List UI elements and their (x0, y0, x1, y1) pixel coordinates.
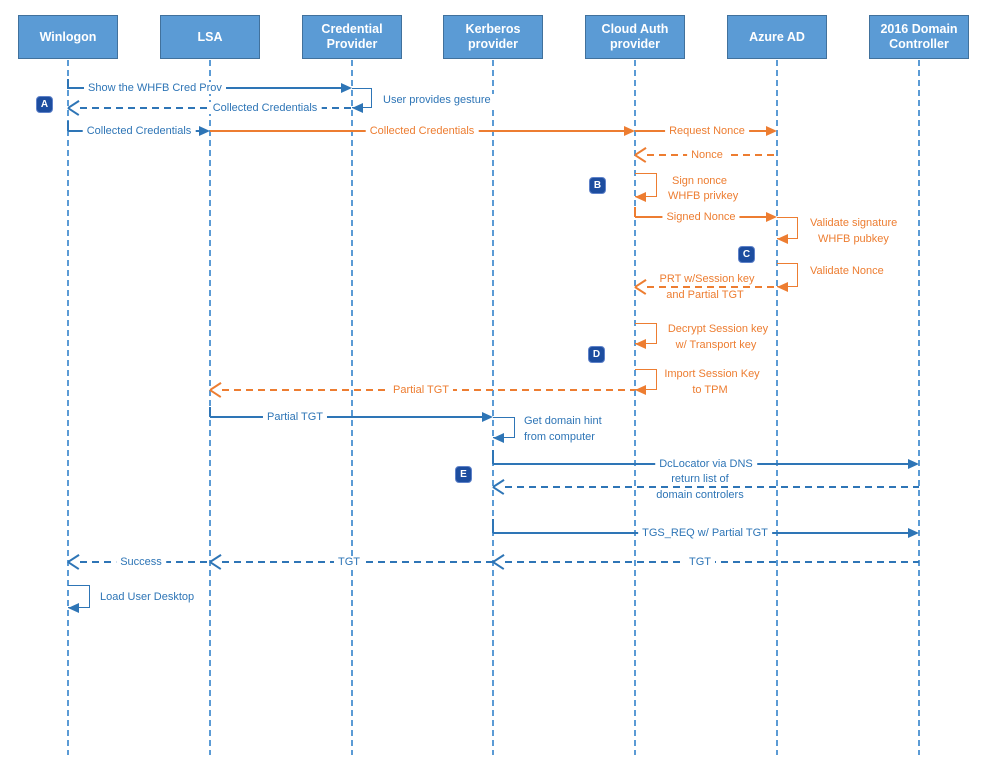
actor-azure-ad: Azure AD (727, 15, 827, 59)
lifeline-credential-provider (351, 60, 353, 755)
marker-d: D (588, 346, 605, 363)
loop-sign-nonce-head-icon (635, 192, 646, 202)
label-prt-line2: and Partial TGT (662, 289, 748, 301)
marker-a: A (36, 96, 53, 113)
label-collected-creds-lsa: Collected Credentials (82, 125, 196, 137)
label-signed-nonce: Signed Nonce (662, 211, 740, 223)
lifeline-cloud-auth-provider (634, 60, 636, 755)
loop-validate-signature-head-icon (777, 234, 788, 244)
actor-winlogon: Winlogon (18, 15, 118, 59)
loop-load-desktop (68, 585, 90, 608)
label-tgt-right: TGT (685, 556, 715, 568)
label-prt-line1: PRT w/Session key (655, 273, 759, 285)
arrow-tgs-req-elbow (492, 519, 494, 533)
label-return-list-line2: domain controlers (652, 489, 748, 501)
loop-sign-nonce (635, 173, 657, 197)
label-tgt-mid: TGT (334, 556, 364, 568)
arrow-show-whfb-head-icon (341, 83, 352, 93)
arrow-collected-creds-lsa-head-icon (199, 126, 210, 136)
label-partial-tgt-orange: Partial TGT (388, 384, 454, 396)
loop-load-desktop-head-icon (68, 603, 79, 613)
arrow-partial-tgt-blue-head-icon (482, 412, 493, 422)
arrow-partial-tgt-blue-line (210, 416, 482, 418)
actor-kerberos-provider: Kerberos provider (443, 15, 543, 59)
arrow-request-nonce-head-icon (766, 126, 777, 136)
arrow-signed-nonce-head-icon (766, 212, 777, 222)
label-domain-hint-line1: Get domain hint (520, 415, 606, 427)
label-validate-signature-line1: Validate signature (806, 217, 902, 229)
label-domain-hint-line2: from computer (520, 431, 599, 443)
label-show-whfb: Show the WHFB Cred Prov (84, 82, 226, 94)
actor-domain-controller: 2016 Domain Controller (869, 15, 969, 59)
lifeline-domain-controller (918, 60, 920, 755)
label-return-list-line1: return list of (667, 473, 733, 485)
arrow-prt-line (647, 286, 777, 288)
actor-cloud-auth-provider: Cloud Auth provider (585, 15, 685, 59)
label-collected-creds-cloud: Collected Credentials (365, 125, 479, 137)
label-request-nonce: Request Nonce (665, 125, 749, 137)
arrow-collected-creds-lsa-elbow (67, 121, 69, 131)
loop-decrypt-session-key-head-icon (635, 339, 646, 349)
lifeline-azure-ad (776, 60, 778, 755)
actor-lsa: LSA (160, 15, 260, 59)
arrow-signed-nonce-elbow (634, 207, 636, 217)
label-load-desktop: Load User Desktop (96, 591, 199, 603)
actor-credential-provider: Credential Provider (302, 15, 402, 59)
label-sign-nonce-line1: Sign nonce (668, 175, 732, 187)
loop-validate-nonce-head-icon (777, 282, 788, 292)
arrow-show-whfb-elbow (67, 79, 69, 89)
arrow-dclocator-head-icon (908, 459, 919, 469)
label-dclocator: DcLocator via DNS (655, 458, 757, 470)
label-success: Success (116, 556, 166, 568)
loop-user-gesture-head-icon (352, 103, 363, 113)
label-validate-signature-line2: WHFB pubkey (814, 233, 893, 245)
label-decrypt-line2: w/ Transport key (671, 339, 761, 351)
marker-c: C (738, 246, 755, 263)
arrow-tgs-req-head-icon (908, 528, 919, 538)
label-import-line1: Import Session Key (660, 368, 764, 380)
label-validate-nonce: Validate Nonce (806, 265, 888, 277)
label-decrypt-line1: Decrypt Session key (663, 323, 773, 335)
label-nonce: Nonce (687, 149, 727, 161)
arrow-collected-creds-cloud-head-icon (624, 126, 635, 136)
label-sign-nonce-line2: WHFB privkey (664, 190, 743, 202)
label-import-line2: to TPM (688, 384, 732, 396)
label-collected-creds-return: Collected Credentials (208, 102, 322, 114)
arrow-dclocator-elbow (492, 450, 494, 464)
loop-import-session-key (635, 369, 657, 390)
label-tgs-req: TGS_REQ w/ Partial TGT (638, 527, 772, 539)
lifeline-kerberos-provider (492, 60, 494, 755)
label-partial-tgt-blue: Partial TGT (262, 411, 328, 423)
loop-import-session-key-head-icon (635, 385, 646, 395)
lifeline-winlogon (67, 60, 69, 755)
marker-b: B (589, 177, 606, 194)
loop-domain-hint-head-icon (493, 433, 504, 443)
loop-decrypt-session-key (635, 323, 657, 344)
arrow-partial-tgt-blue-elbow (209, 407, 211, 417)
label-user-gesture: User provides gesture (379, 94, 495, 106)
marker-e: E (455, 466, 472, 483)
loop-domain-hint (493, 417, 515, 438)
arrow-return-list-line (505, 486, 919, 488)
